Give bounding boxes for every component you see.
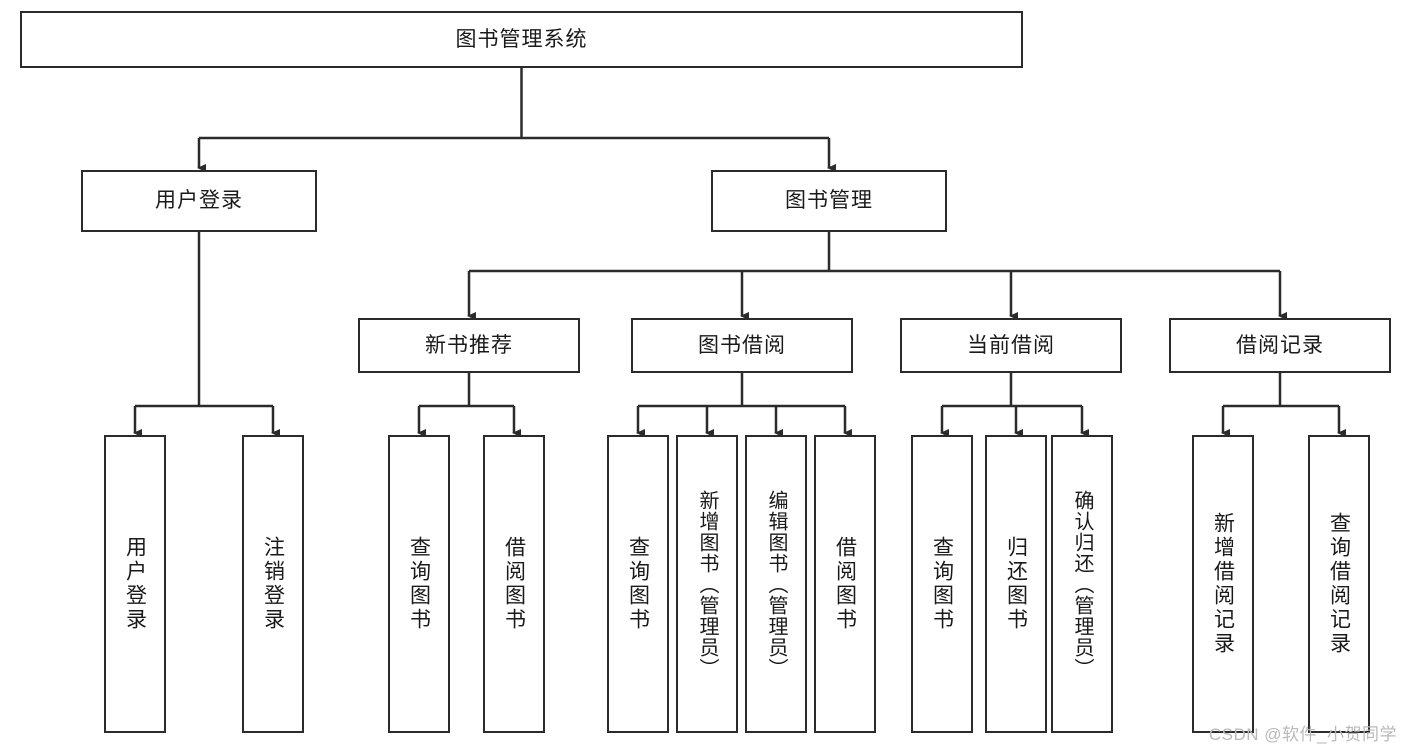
node-label: 确认归还（管理员） (1071, 489, 1093, 679)
node-leaf-query-book-3[interactable]: 查询图书 (911, 435, 973, 733)
node-leaf-query-record[interactable]: 查询借阅记录 (1308, 435, 1370, 733)
node-leaf-borrow-book-1[interactable]: 借阅图书 (483, 435, 545, 733)
node-label: 查询图书 (930, 536, 954, 632)
node-leaf-logout[interactable]: 注销登录 (242, 435, 304, 733)
node-label: 新书推荐 (425, 333, 513, 357)
node-leaf-add-book[interactable]: 新增图书（管理员） (676, 435, 738, 733)
node-new-book-recommend[interactable]: 新书推荐 (358, 318, 580, 373)
node-leaf-user-login[interactable]: 用户登录 (104, 435, 166, 733)
node-label: 查询图书 (626, 536, 650, 632)
node-label: 查询借阅记录 (1327, 512, 1351, 656)
node-label: 借阅记录 (1236, 333, 1324, 357)
node-label: 用户登录 (123, 536, 147, 632)
edge-paths (133, 68, 1346, 437)
node-current-borrow[interactable]: 当前借阅 (900, 318, 1122, 373)
node-label: 借阅图书 (502, 536, 526, 632)
node-leaf-return-book[interactable]: 归还图书 (985, 435, 1047, 733)
node-leaf-query-book-1[interactable]: 查询图书 (388, 435, 450, 733)
node-label: 编辑图书（管理员） (765, 489, 787, 679)
node-label: 注销登录 (261, 536, 285, 632)
node-book-borrow[interactable]: 图书借阅 (631, 318, 853, 373)
node-label: 图书管理 (785, 189, 873, 213)
node-leaf-borrow-book-2[interactable]: 借阅图书 (814, 435, 876, 733)
node-book-manage[interactable]: 图书管理 (711, 170, 947, 232)
node-leaf-query-book-2[interactable]: 查询图书 (607, 435, 669, 733)
node-label: 用户登录 (155, 189, 243, 213)
watermark-label: CSDN @软件_小贺同学 (1208, 725, 1397, 744)
node-label: 归还图书 (1004, 536, 1028, 632)
node-label: 当前借阅 (967, 333, 1055, 357)
node-label: 借阅图书 (833, 536, 857, 632)
node-label: 图书管理系统 (455, 27, 588, 51)
node-leaf-edit-book[interactable]: 编辑图书（管理员） (745, 435, 807, 733)
node-root[interactable]: 图书管理系统 (20, 11, 1023, 68)
node-label: 新增借阅记录 (1211, 512, 1235, 656)
node-borrow-record[interactable]: 借阅记录 (1169, 318, 1391, 373)
node-label: 图书借阅 (698, 333, 786, 357)
node-user-login[interactable]: 用户登录 (81, 170, 317, 232)
node-leaf-add-record[interactable]: 新增借阅记录 (1192, 435, 1254, 733)
node-leaf-confirm-return[interactable]: 确认归还（管理员） (1051, 435, 1113, 733)
node-label: 查询图书 (407, 536, 431, 632)
node-label: 新增图书（管理员） (696, 489, 718, 679)
